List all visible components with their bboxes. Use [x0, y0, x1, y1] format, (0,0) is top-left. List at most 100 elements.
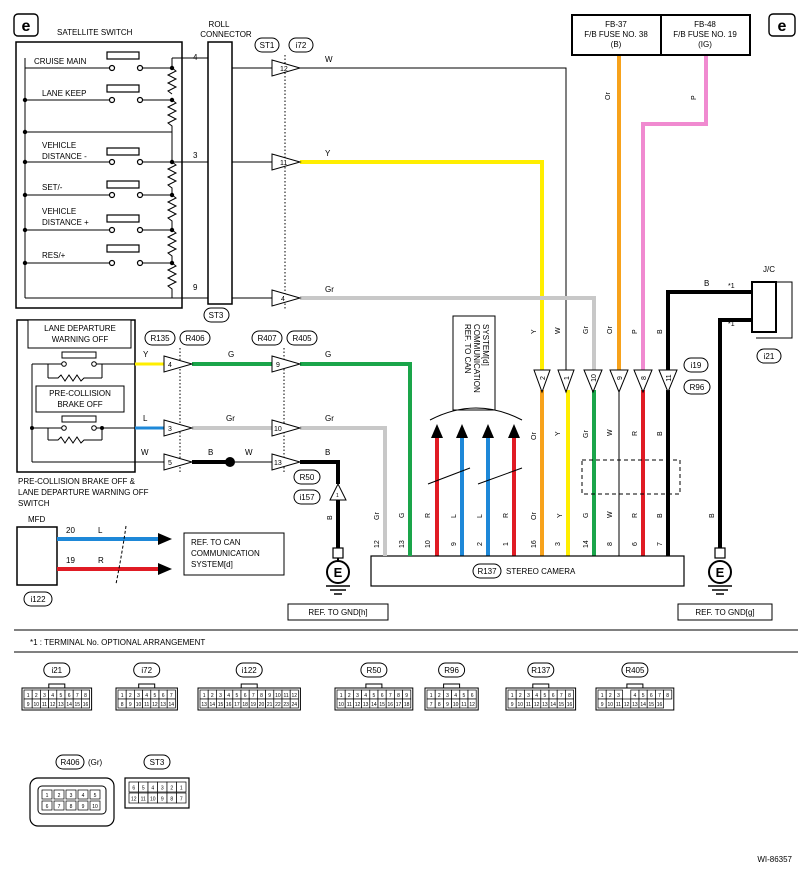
can-ref-top-3: SYSTEM[d] [481, 324, 490, 366]
connector-view-tag-box [527, 662, 555, 678]
svg-text:8: 8 [607, 542, 614, 546]
svg-text:2: 2 [477, 542, 484, 546]
connector-view-pin: 13 [363, 702, 369, 708]
connector-view-pin: 6 [68, 693, 71, 699]
roll-connector-title-1: ROLL [209, 20, 230, 29]
r406-tag: R406 [185, 334, 205, 343]
stereo-camera-box [370, 555, 685, 587]
connector-view-pin: 2 [609, 693, 612, 699]
connector-view-pin: 12 [355, 702, 361, 708]
wl-gr-i19: Gr [583, 326, 590, 334]
i122-tag-box [23, 591, 53, 607]
connector-view-cell [166, 698, 176, 709]
st3-view-pin: 4 [151, 786, 154, 792]
wl-gr-low: Gr [583, 430, 590, 438]
connector-view-pin: 13 [542, 702, 548, 708]
connector-view-pin: 6 [244, 693, 247, 699]
r50-tag: R50 [300, 473, 315, 482]
st3-view-pin: 7 [180, 797, 183, 803]
wl-y-cam: Y [557, 513, 564, 518]
wl-y-sw: Y [143, 350, 149, 359]
wl-or-i19: Or [607, 326, 614, 334]
mfd-box [16, 526, 58, 586]
ground-right-mark: E [716, 565, 725, 580]
connector-view-latch [138, 683, 156, 689]
wl-can-l1: L [451, 514, 458, 518]
r406-view-cell [89, 789, 101, 800]
svg-text:13: 13 [399, 540, 406, 548]
connector-view-pin: 9 [601, 702, 604, 708]
connector-view-pin: 15 [218, 702, 224, 708]
wl-w-i19: W [555, 327, 562, 334]
wl-g-mid: G [228, 350, 234, 359]
connector-view-latch [365, 683, 383, 689]
svg-text:14: 14 [583, 540, 590, 548]
wl-g-cam: G [399, 513, 406, 518]
i72-tag: i72 [296, 41, 307, 50]
wl-r-cam: R [632, 513, 639, 518]
wire-label-gr-top: Gr [325, 285, 334, 294]
connector-view-pin: 12 [534, 702, 540, 708]
connector-view-pin: 12 [469, 702, 475, 708]
connector-view-pin: 9 [27, 702, 30, 708]
mfd-pin-19: 19 [66, 556, 75, 565]
r406-view-cell [41, 800, 53, 811]
connector-view-pin: 3 [43, 693, 46, 699]
r405-tag: R405 [292, 334, 312, 343]
svg-text:3: 3 [555, 542, 562, 546]
fb37-label: F/B FUSE NO. 38 [584, 30, 648, 39]
corner-tag-left [13, 13, 39, 37]
ground-g-ref: REF. TO GND[g] [695, 608, 754, 617]
wl-p-i19: P [632, 329, 639, 334]
connector-view-pin: 19 [251, 702, 257, 708]
camera-pin-labels: 12 13 10 9 2 1 16 3 14 8 6 7 [374, 540, 664, 548]
connector-view-pin: 10 [136, 702, 142, 708]
connector-view-pin: 4 [145, 693, 148, 699]
splice-dot [225, 457, 235, 467]
connector-view-latch [240, 683, 258, 689]
roll-connector-title-2: CONNECTOR [200, 30, 252, 39]
r50-tag-box [293, 469, 321, 485]
r407-tag-box [251, 330, 283, 346]
jc-bracket [756, 281, 793, 339]
r137-tag: R137 [477, 567, 497, 576]
cterm-9: 9 [617, 376, 624, 380]
can-ref-top-box [452, 315, 496, 411]
r406-view-cell [53, 800, 65, 811]
cterm-2: 2 [540, 376, 547, 380]
wl-or-low: Or [531, 432, 538, 440]
connector-view-cell [565, 698, 574, 709]
r96-tag-box [683, 379, 711, 395]
connector-view-pin: 1 [340, 693, 343, 699]
connector-view-pin: 13 [58, 702, 64, 708]
wl-l-sw: L [143, 414, 148, 423]
connector-view-tag-box [43, 662, 71, 678]
connector-view-pin: 18 [242, 702, 248, 708]
connector-view-pin: 10 [338, 702, 344, 708]
connector-view-pin: 4 [51, 693, 54, 699]
connector-view-pin: 2 [35, 693, 38, 699]
r406-view-cell [53, 789, 65, 800]
r406-view-pin: 2 [58, 793, 61, 799]
connector-view-pin: 7 [389, 693, 392, 699]
pcb-switch-internals [31, 351, 135, 463]
connector-view-pin: 10 [275, 693, 281, 699]
ground-left-mark: E [334, 565, 343, 580]
i19-tag-box [683, 357, 709, 373]
svg-text:12: 12 [374, 540, 381, 548]
connector-view-cell [467, 698, 477, 709]
r406-view-pin: 3 [70, 793, 73, 799]
connector-view-pin: 11 [144, 702, 149, 708]
connector-view-pin: 9 [405, 693, 408, 699]
ld-label-1: LANE DEPARTURE [44, 324, 116, 333]
wl-y-i19: Y [531, 329, 538, 334]
connector-view-pin: 9 [446, 702, 449, 708]
r406-view-cell [77, 789, 89, 800]
connector-view-pin: 14 [371, 702, 377, 708]
connector-view-pin: 12 [152, 702, 158, 708]
svg-text:16: 16 [531, 540, 538, 548]
wire-gr-right [300, 426, 387, 556]
stereo-camera-label: STEREO CAMERA [506, 567, 576, 576]
